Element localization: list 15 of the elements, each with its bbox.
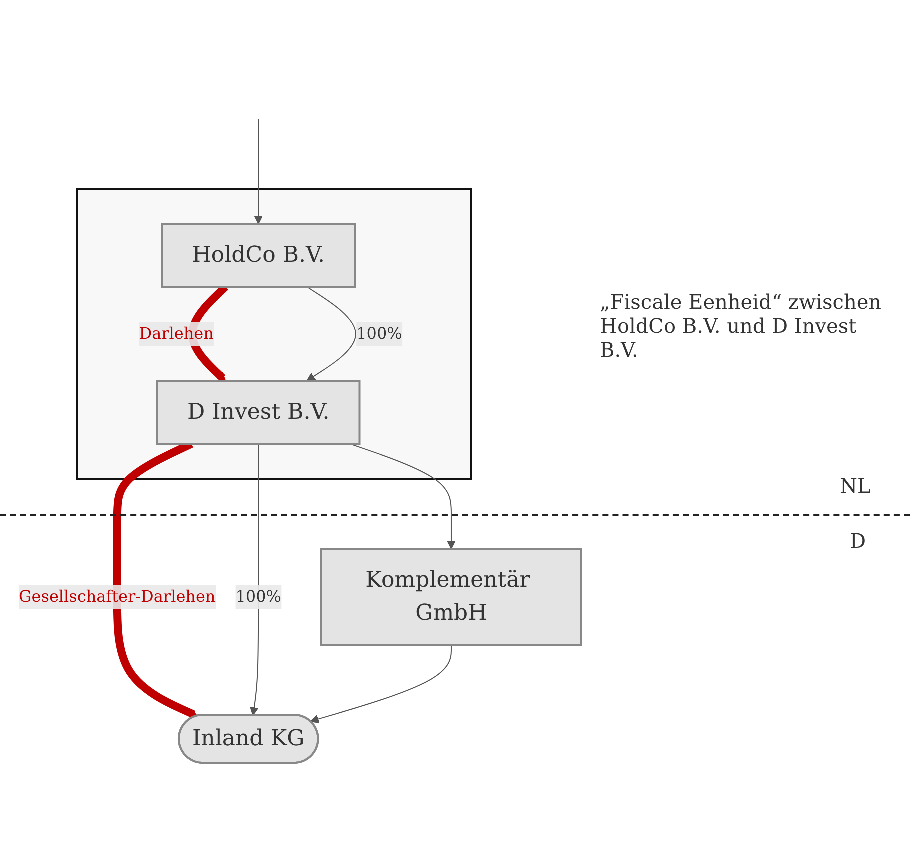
arrow <box>254 118 263 224</box>
edge-label: 100% <box>235 587 282 606</box>
edge-label: Darlehen <box>139 324 214 343</box>
node-box: HoldCo B.V. <box>160 223 356 288</box>
arrow <box>306 286 356 382</box>
edge-label: 100% <box>356 324 402 343</box>
edge-label: Gesellschafter-Darlehen <box>18 587 216 606</box>
region-label: D <box>850 529 866 553</box>
note-text: „Fiscale Eenheid“ zwischen HoldCo B.V. und D Invest B.V. <box>600 290 883 362</box>
node-box: Komplementär GmbH <box>320 548 582 646</box>
arrow <box>310 644 452 724</box>
node-box: D Invest B.V. <box>156 380 360 445</box>
region-label: NL <box>840 474 871 498</box>
arrow <box>250 444 259 716</box>
cluster <box>76 188 472 480</box>
